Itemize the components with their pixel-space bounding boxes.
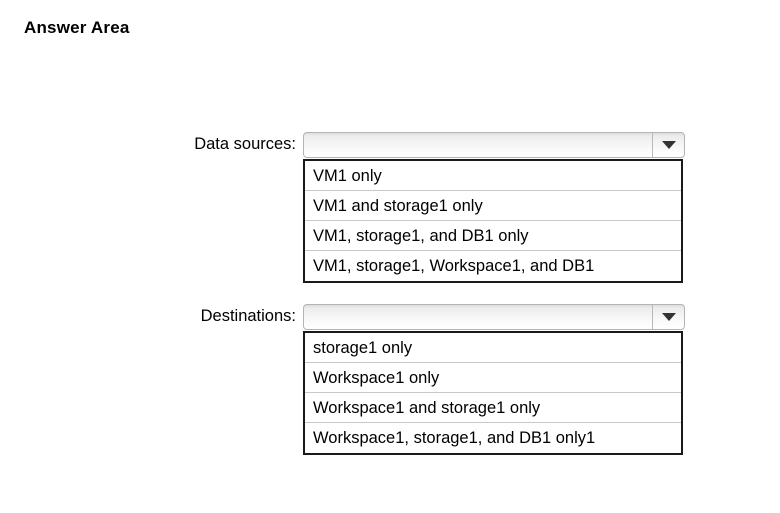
list-item[interactable]: storage1 only bbox=[305, 333, 681, 363]
list-item[interactable]: VM1 only bbox=[305, 161, 681, 191]
list-item[interactable]: Workspace1, storage1, and DB1 only1 bbox=[305, 423, 681, 453]
combobox-data-sources[interactable] bbox=[303, 132, 685, 158]
list-item[interactable]: VM1, storage1, Workspace1, and DB1 bbox=[305, 251, 681, 281]
field-label-destinations: Destinations: bbox=[200, 307, 296, 325]
combobox-value-destinations bbox=[304, 305, 652, 329]
list-item[interactable]: Workspace1 and storage1 only bbox=[305, 393, 681, 423]
chevron-down-icon bbox=[661, 141, 676, 149]
list-item[interactable]: VM1, storage1, and DB1 only bbox=[305, 221, 681, 251]
field-label-data-sources: Data sources: bbox=[194, 135, 296, 153]
combobox-value-data-sources bbox=[304, 133, 652, 157]
combobox-dropdown-button-destinations[interactable] bbox=[652, 305, 684, 329]
combobox-destinations[interactable] bbox=[303, 304, 685, 330]
combobox-dropdown-button-data-sources[interactable] bbox=[652, 133, 684, 157]
list-item[interactable]: VM1 and storage1 only bbox=[305, 191, 681, 221]
listbox-destinations[interactable]: storage1 only Workspace1 only Workspace1… bbox=[303, 331, 683, 455]
listbox-data-sources[interactable]: VM1 only VM1 and storage1 only VM1, stor… bbox=[303, 159, 683, 283]
chevron-down-icon bbox=[661, 313, 676, 321]
page-title: Answer Area bbox=[24, 18, 130, 37]
list-item[interactable]: Workspace1 only bbox=[305, 363, 681, 393]
